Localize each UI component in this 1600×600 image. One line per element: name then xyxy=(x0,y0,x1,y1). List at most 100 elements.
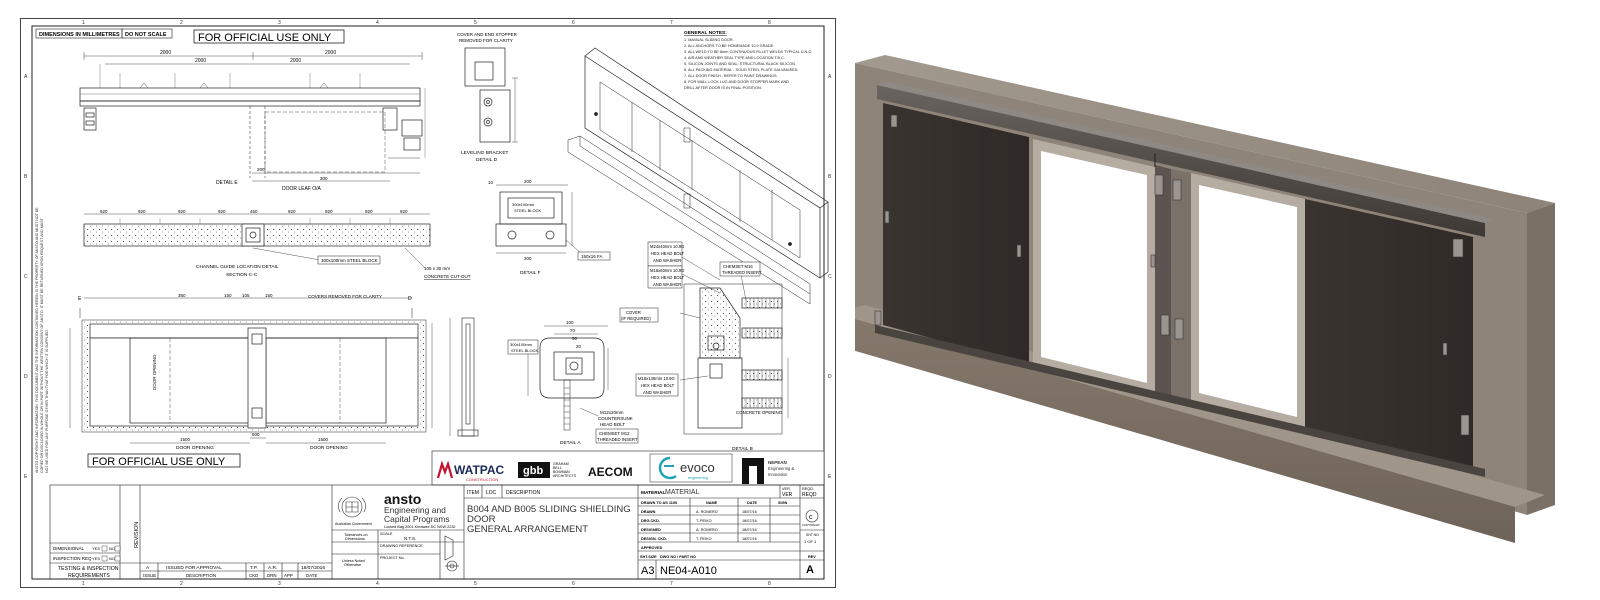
grid-col-label: 2 xyxy=(180,20,183,26)
date-header: DATE xyxy=(747,501,758,505)
front-elevation xyxy=(69,297,433,444)
grid-col-label: 2 xyxy=(180,581,183,587)
door-panel-left xyxy=(883,103,1029,365)
scale-value: N.T.S. xyxy=(404,536,416,541)
dim-text: 2000 xyxy=(195,58,206,64)
chemset-m16-1: CHEMSET M16 xyxy=(723,264,753,269)
ver-label: VER. xyxy=(782,487,791,491)
ansto-logo: ansto xyxy=(384,491,421,507)
grid-row-label: B xyxy=(24,174,28,180)
testing-label-1: TESTING & INSPECTION xyxy=(58,566,119,572)
approved-label: APPROVED xyxy=(641,546,663,550)
detail-f-block xyxy=(495,184,583,255)
dimensional-yes-checkbox[interactable] xyxy=(101,545,108,552)
general-note-item: 3. ALL WELD TO BE 8mm CONTINUOUS FILLET … xyxy=(684,50,812,54)
centre-frame xyxy=(1155,165,1171,399)
rev-drn: A.R. xyxy=(268,565,277,571)
reqd-value: REQD xyxy=(802,492,817,498)
general-note-item: 4. AIR AND WEATHER SEAL TYPE AND LOCATIO… xyxy=(684,56,785,60)
eng-line-2: Capital Programs xyxy=(384,514,450,524)
evoco-sub: engineering xyxy=(688,476,708,480)
dim-text: 50 xyxy=(572,336,578,341)
general-note-item: 5. SILICON JOINTS AND SEAL: STRUCTURAL B… xyxy=(684,62,796,66)
drgckd-date: 18/07/16 xyxy=(742,519,757,523)
grid-row-label: E xyxy=(24,474,28,480)
grid-col-label: 3 xyxy=(278,20,281,26)
dim-text: 920 xyxy=(100,209,108,214)
rev-description: ISSUED FOR APPROVAL xyxy=(166,565,222,571)
dim-text: 450 xyxy=(250,209,258,214)
door-hardware xyxy=(874,114,1470,436)
side-section xyxy=(449,317,479,437)
door-opening-left: DOOR OPENING xyxy=(176,445,214,451)
dim-text: 600 xyxy=(252,432,260,437)
concrete-wall xyxy=(855,55,1555,213)
dwg-no-value: NE04-A010 xyxy=(660,565,717,577)
dim-text: 200 xyxy=(524,179,532,184)
nepean-sub: Engineering & xyxy=(768,466,795,471)
rev-h-app: APP xyxy=(284,573,293,578)
dim-text: 1500 xyxy=(180,437,191,442)
dimensional-label: DIMENSIONAL xyxy=(53,546,85,551)
dim-text: 920 xyxy=(138,209,146,214)
inspection-yes-checkbox[interactable] xyxy=(101,555,108,562)
designckd-name: T. PEIKO xyxy=(696,537,712,541)
detail-b xyxy=(679,255,789,435)
drawn-name: A. ROMERO xyxy=(696,510,718,514)
bolt-1c: AND WASHER xyxy=(653,258,681,263)
address: Locked Bag 2001 Kirrawee DC NSW 2232 xyxy=(384,525,456,529)
tolerances-2: Dimensions xyxy=(345,537,365,541)
title-block xyxy=(49,484,825,580)
grid-col-label: 4 xyxy=(376,20,379,26)
projection-symbol-icon xyxy=(444,535,459,572)
yes-dim: YES xyxy=(92,546,100,551)
drawing-ref-label: DRAWING REFERENCE xyxy=(380,544,423,548)
drawn-date: 18/07/16 xyxy=(742,510,757,514)
chemset-m16-2: THREADED INSERT xyxy=(722,270,762,275)
dim-text: 2000 xyxy=(325,50,336,56)
bolt-3a: M16x140mm 10.9G xyxy=(638,376,675,381)
gov-label: Australian Government xyxy=(335,522,372,526)
door-3d-render xyxy=(855,55,1555,543)
dim-text: 20 xyxy=(576,344,582,349)
dim-text: 105 xyxy=(242,293,250,298)
detail-f-steel-block-2: STEEL BLOCK xyxy=(514,208,542,213)
grid-row-label: A xyxy=(828,74,832,80)
door-panel-right xyxy=(1305,199,1473,471)
bolt-1b: HEX HEAD BOLT xyxy=(651,251,685,256)
chemset-m12-2: THREADED INSERT xyxy=(597,437,638,442)
steel-block-callout: 300x100mm STEEL BLOCK xyxy=(321,258,378,263)
dim-text: 2000 xyxy=(290,58,301,64)
cover-stopper-1: COVER AND END STOPPER xyxy=(457,32,518,37)
grid-col-label: 8 xyxy=(768,581,771,587)
rev-h-drn: DRN xyxy=(267,573,277,578)
inspection-no-checkbox[interactable] xyxy=(114,555,121,562)
bolt-2a: M16x60mm 10.9G xyxy=(650,268,684,273)
general-note-item: 6. ALL PACKING MATERIAL - SOLID STEEL PL… xyxy=(684,68,798,72)
dimensional-no-checkbox[interactable] xyxy=(114,545,121,552)
name-header: NAME xyxy=(706,501,718,505)
dim-text: 920 xyxy=(400,209,408,214)
dim-text: 150 xyxy=(265,293,273,298)
csk-bolt-3: HEAD BOLT xyxy=(600,422,625,427)
tolerances-1: Tolerances on xyxy=(344,533,368,537)
revision-label: REVISION xyxy=(134,522,140,548)
designed-name: A. ROMERO xyxy=(696,528,718,532)
designed-label: DESIGNED xyxy=(641,528,661,532)
grid-row-label: E xyxy=(828,474,832,480)
scale-label: SCALE xyxy=(380,532,393,536)
yes-insp: YES xyxy=(92,556,100,561)
centre-frame-side xyxy=(1171,169,1191,403)
dim-text: 920 xyxy=(288,209,296,214)
grid-row-label: B xyxy=(828,174,832,180)
sheet-no-value: 1 OF 1 xyxy=(804,539,817,544)
copyright-icon: c xyxy=(805,509,819,523)
copyright-glyph: c xyxy=(809,514,813,521)
concrete-opening-label: CONCRETE OPENING xyxy=(736,410,783,415)
inspection-req-label: INSPECTION REQ xyxy=(53,556,92,561)
rev-h-ckd: CKD xyxy=(249,573,258,578)
desc-header: DESCRIPTION xyxy=(506,490,541,496)
dim-text: 70 xyxy=(570,328,576,333)
channel-guide-label: CHANNEL GUIDE LOCATION DETAIL xyxy=(196,264,279,270)
cover-callout-1: COVER xyxy=(626,310,641,315)
